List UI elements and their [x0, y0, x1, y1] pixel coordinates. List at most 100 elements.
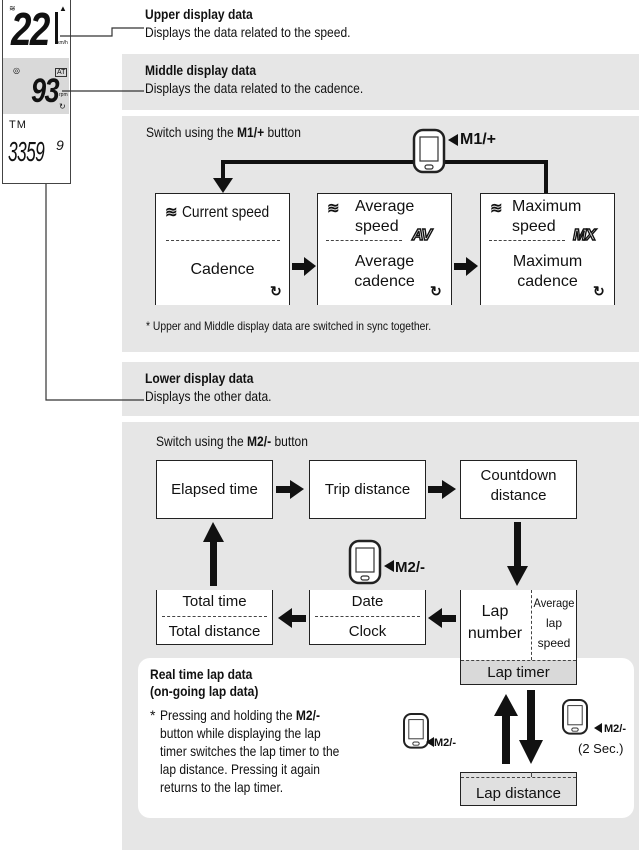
refresh-icon: ↻: [270, 283, 282, 299]
middle-panel: [122, 54, 639, 110]
lap-distance-divider: [461, 777, 576, 778]
lap-inner-divider: [531, 590, 532, 660]
box-total: [156, 590, 273, 645]
countdown-l2: distance: [490, 487, 547, 504]
realtime-note-l5: returns to the lap timer.: [160, 779, 284, 795]
box-maximum-speed: [480, 193, 615, 305]
lap-distance-label: Lap distance: [475, 785, 562, 802]
box-countdown-distance: [460, 460, 577, 519]
box3-top-l1: Maximum: [512, 198, 582, 215]
realtime-note-l2: button while displaying the lap: [160, 725, 321, 741]
device-lower-small: 9: [56, 137, 64, 153]
m2-button-label-center: M2/-: [395, 559, 425, 576]
elapsed-label: Elapsed time: [171, 481, 258, 498]
m1-device-icon: [412, 128, 446, 174]
trip-label: Trip distance: [324, 481, 411, 498]
avg-l3: speed: [537, 636, 571, 650]
rt-right-pointer-icon: [594, 723, 602, 733]
m1-switch-text: Switch using the M1/+ button: [146, 124, 301, 140]
upper-title: Upper display data: [145, 6, 253, 22]
m2-arrow-3-shaft: [440, 615, 456, 622]
m2-arrow-1-head: [290, 480, 304, 499]
rt-arrow-down-head: [519, 740, 543, 764]
clock-label: Clock: [348, 623, 387, 640]
realtime-title-l2: (on-going lap data): [150, 683, 259, 699]
box2-badge: AV: [411, 227, 432, 244]
m2-button-label-left: M2/-: [434, 737, 456, 749]
date-label: Date: [351, 593, 384, 610]
refresh-icon: ↻: [59, 102, 66, 111]
m2-arrow-3-head: [428, 608, 442, 628]
rt-arrow-up-head: [494, 694, 518, 716]
m2-arrow-4-shaft: [290, 615, 306, 622]
box3-divider: [489, 240, 565, 241]
countdown-l1: Countdown: [480, 467, 557, 484]
box2-top-l1: Average: [355, 198, 415, 215]
lap-timer-band: [461, 660, 576, 684]
lower-desc: Displays the other data.: [145, 388, 272, 404]
m2-arrow-up-head: [203, 522, 224, 542]
upper-leader-line: [60, 27, 144, 37]
refresh-icon: ↻: [593, 283, 605, 299]
realtime-note-l3: timer switches the lap timer to the: [160, 743, 340, 759]
device-lower-value: 3359: [8, 136, 45, 167]
total-time-label: Total time: [182, 593, 247, 610]
lower-leader-line: [45, 184, 144, 401]
avg-l2: lap: [545, 616, 562, 630]
lap-timer-label: Lap timer: [487, 664, 550, 681]
device-upper-unit: km/h: [57, 40, 68, 46]
box-date-clock: [309, 590, 426, 645]
m2-button-label-right: M2/-: [604, 723, 626, 735]
m1-arrow-2-shaft: [454, 263, 468, 270]
box2-divider: [326, 240, 402, 241]
device-middle-value: 93: [31, 72, 60, 110]
device-middle-band: [3, 58, 69, 114]
m1-arrow-2-head: [466, 257, 478, 276]
hold-label: (2 Sec.): [578, 741, 624, 756]
middle-desc: Displays the data related to the cadence…: [145, 80, 364, 96]
device-screen: ≋ ▲ 22 km/h ◎ AT 93 rpm ↻ TM 3359 9: [2, 0, 71, 184]
box2-bottom-l1: Average: [354, 253, 415, 270]
m2-arrow-4-head: [278, 608, 292, 628]
lap-l1: Lap: [481, 603, 509, 620]
antenna-icon: ≋: [327, 200, 340, 217]
lap-timer-divider: [461, 660, 576, 661]
rt-right-device-icon: [561, 698, 589, 735]
m1-loop-line: [221, 160, 548, 193]
lap-l2: number: [467, 625, 523, 642]
box-average-speed: [317, 193, 452, 305]
m2-device-icon: [348, 539, 382, 585]
realtime-note-star: *: [150, 707, 156, 723]
device-upper-value: 22: [11, 3, 50, 55]
m2-arrow-2-shaft: [428, 486, 444, 493]
box-elapsed-time: [156, 460, 273, 519]
device-lower-label: TM: [9, 119, 27, 131]
rt-arrow-down-shaft: [527, 690, 535, 742]
lower-title: Lower display data: [145, 370, 254, 386]
antenna-icon: ≋: [490, 200, 503, 217]
refresh-icon: ↻: [430, 283, 442, 299]
arrow-up-icon: ▲: [59, 4, 67, 13]
m2-arrow-1-shaft: [276, 486, 292, 493]
box1-divider: [166, 240, 280, 241]
box2-bottom-l2: cadence: [354, 273, 415, 290]
device-upper-digit-bar: [55, 12, 58, 44]
realtime-note-l1: Pressing and holding the M2/-: [160, 707, 320, 723]
total-divider: [162, 616, 267, 617]
middle-title: Middle display data: [145, 62, 257, 78]
signal-icon: ≋: [9, 4, 16, 13]
box3-bottom-l1: Maximum: [512, 253, 583, 270]
antenna-icon: ≋: [165, 204, 178, 221]
m1-loop-arrowhead: [213, 178, 233, 193]
date-divider: [315, 616, 420, 617]
box1-top: Current speed: [182, 204, 270, 221]
box-current-speed: [155, 193, 290, 305]
box2-top-l2: speed: [355, 218, 399, 235]
box3-bottom-l2: cadence: [517, 273, 578, 290]
device-middle-unit: rpm: [59, 92, 68, 98]
lower-title-panel: [122, 362, 639, 416]
realtime-note-l4: lap distance. Pressing it again: [160, 761, 320, 777]
device-middle-badge: AT: [55, 68, 68, 77]
m1-arrow-1-head: [304, 257, 316, 276]
